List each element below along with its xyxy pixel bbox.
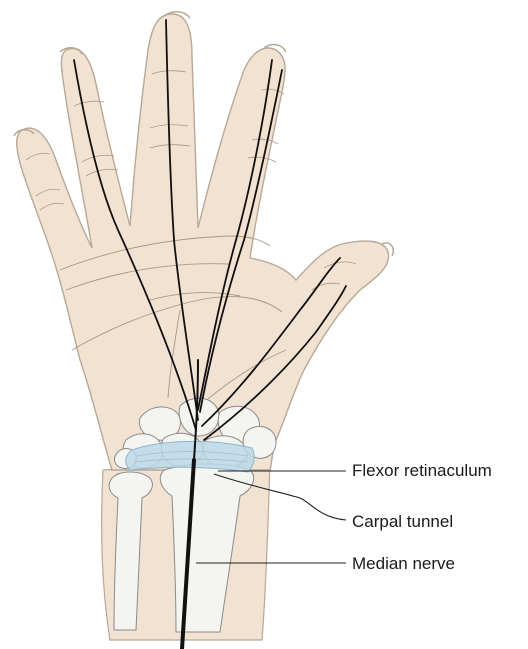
flexor-retinaculum-label: Flexor retinaculum: [352, 461, 492, 481]
carpal-tunnel-label: Carpal tunnel: [352, 512, 453, 532]
flexor-retinaculum: [126, 441, 254, 472]
median-nerve-label: Median nerve: [352, 554, 455, 574]
